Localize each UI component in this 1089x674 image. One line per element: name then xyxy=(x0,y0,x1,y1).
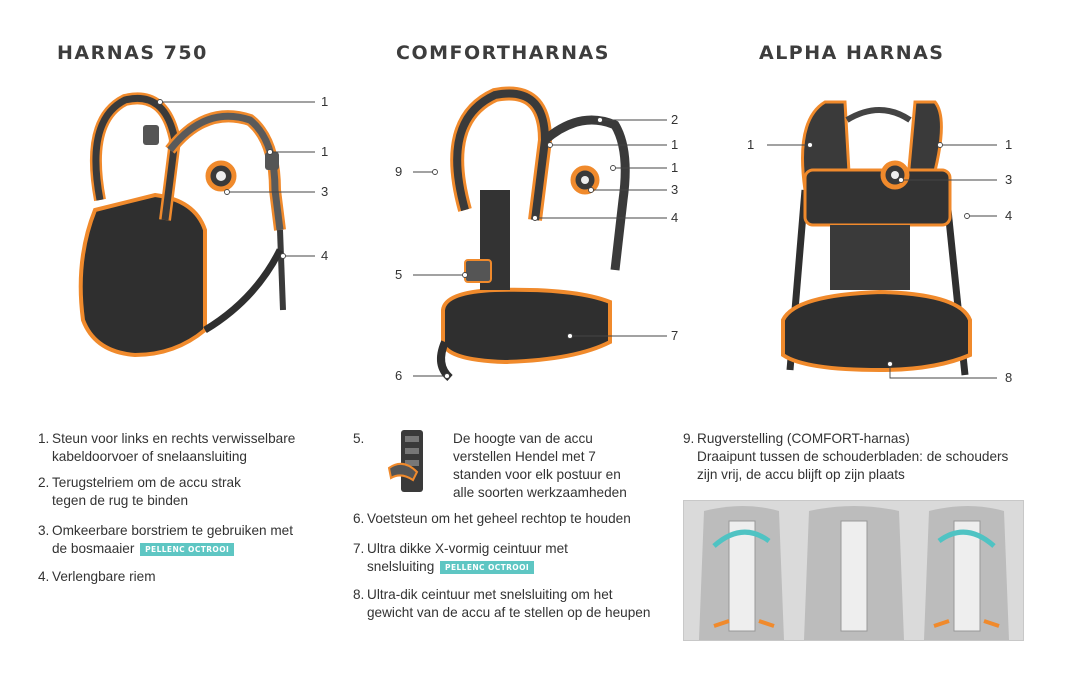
back-right xyxy=(924,506,1009,640)
callout-comfort-5: 5 xyxy=(395,267,402,282)
feature-text: Rugverstelling (COMFORT-harnas) xyxy=(697,431,910,446)
illustration-alpha-harnas: 1 1 3 4 8 xyxy=(735,80,1035,390)
feature-text: Ultra dikke X-vormig ceintuur met snelsl… xyxy=(367,541,568,574)
feature-text-detail: Draaipunt tussen de schouderbladen: de s… xyxy=(697,449,1009,482)
feature-item-3: 3. Omkeerbare borstriem te gebruiken met… xyxy=(38,522,298,558)
callout-comfort-1b: 1 xyxy=(671,160,678,175)
back-adjustment-drawing xyxy=(699,506,1009,640)
height-lever-thumbnail xyxy=(383,428,439,496)
feature-item-1: 1. Steun voor links en rechts verwisselb… xyxy=(38,430,338,466)
callout-750-1b: 1 xyxy=(321,144,328,159)
feature-text-wrap: Omkeerbare borstriem te gebruiken met de… xyxy=(38,522,298,558)
feature-text: Ultra-dik ceintuur met snelsluiting om h… xyxy=(367,587,651,620)
callout-750-4: 4 xyxy=(321,248,328,263)
feature-number: 9. xyxy=(683,431,695,446)
feature-number: 1. xyxy=(38,431,50,446)
callout-alpha-1b: 1 xyxy=(1005,137,1012,152)
callout-alpha-8: 8 xyxy=(1005,370,1012,385)
feature-text: Verlengbare riem xyxy=(52,569,156,584)
feature-text: Steun voor links en rechts verwisselbare… xyxy=(52,431,296,464)
feature-number: 2. xyxy=(38,475,50,490)
patent-badge: PELLENC OCTROOI xyxy=(140,543,235,556)
harnas-750-drawing: 1 1 3 4 xyxy=(78,92,328,358)
back-left xyxy=(699,506,784,640)
feature-number: 3. xyxy=(38,523,50,538)
feature-item-9: 9. Rugverstelling (COMFORT-harnas) Draai… xyxy=(683,430,1023,484)
title-comfortharnas: COMFORTHARNAS xyxy=(396,42,610,64)
title-harnas-750: HARNAS 750 xyxy=(57,42,208,64)
callout-750-1a: 1 xyxy=(321,94,328,109)
feature-text: De hoogte van de accu verstellen Hendel … xyxy=(453,431,627,500)
callout-comfort-7: 7 xyxy=(671,328,678,343)
comfortharnas-drawing: 2 1 1 3 4 9 5 7 6 xyxy=(395,86,678,383)
feature-number: 6. xyxy=(353,511,365,526)
feature-number: 5. xyxy=(353,431,365,446)
feature-text: Omkeerbare borstriem te gebruiken met de… xyxy=(52,523,294,556)
back-middle xyxy=(804,506,904,640)
feature-item-4: 4. Verlengbare riem xyxy=(38,568,338,586)
callout-comfort-3: 3 xyxy=(671,182,678,197)
feature-item-7: 7. Ultra dikke X-vormig ceintuur met sne… xyxy=(353,540,603,576)
callout-750-3: 3 xyxy=(321,184,328,199)
feature-text-wrap: Ultra dikke X-vormig ceintuur met snelsl… xyxy=(353,540,603,576)
back-adjustment-illustration xyxy=(683,500,1024,641)
illustration-comfortharnas: 2 1 1 3 4 9 5 7 6 xyxy=(385,80,695,390)
feature-number: 4. xyxy=(38,569,50,584)
feature-number: 8. xyxy=(353,587,365,602)
callout-alpha-3: 3 xyxy=(1005,172,1012,187)
callout-comfort-2: 2 xyxy=(671,112,678,127)
feature-item-5: 5. De hoogte van de accu verstellen Hend… xyxy=(353,430,653,502)
illustration-harnas-750: 1 1 3 4 xyxy=(55,80,355,390)
feature-item-6: 6. Voetsteun om het geheel rechtop te ho… xyxy=(353,510,663,528)
feature-item-8: 8. Ultra-dik ceintuur met snelsluiting o… xyxy=(353,586,653,622)
alpha-harnas-drawing: 1 1 3 4 8 xyxy=(747,100,1012,385)
callout-comfort-1a: 1 xyxy=(671,137,678,152)
callout-comfort-9: 9 xyxy=(395,164,402,179)
feature-item-2: 2. Terugstelriem om de accu strak tegen … xyxy=(38,474,278,510)
feature-text: Terugstelriem om de accu strak tegen de … xyxy=(52,475,241,508)
callout-comfort-6: 6 xyxy=(395,368,402,383)
callout-comfort-4: 4 xyxy=(671,210,678,225)
feature-number: 7. xyxy=(353,541,365,556)
feature-text: Voetsteun om het geheel rechtop te houde… xyxy=(367,511,631,526)
height-lever-drawing xyxy=(387,430,423,492)
title-alpha-harnas: ALPHA HARNAS xyxy=(759,42,945,64)
callout-alpha-1a: 1 xyxy=(747,137,754,152)
callout-alpha-4: 4 xyxy=(1005,208,1012,223)
patent-badge: PELLENC OCTROOI xyxy=(440,561,535,574)
